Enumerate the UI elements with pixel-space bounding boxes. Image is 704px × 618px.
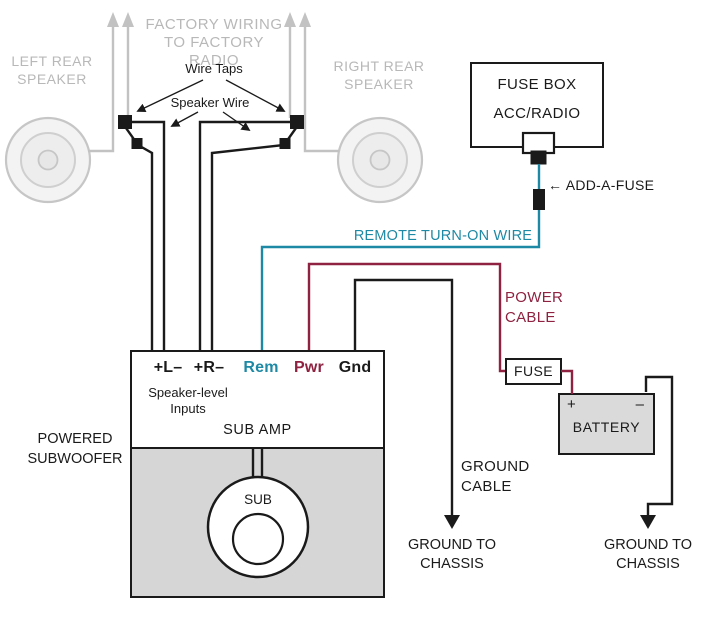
battery-label: BATTERY <box>572 419 641 435</box>
add-a-fuse-label: ← ADD-A-FUSE <box>548 177 655 193</box>
battery-negative-terminal: – <box>635 396 644 413</box>
fuse-box: FUSE BOX ACC/RADIO <box>470 62 604 148</box>
fuse-box-circuit: ACC/RADIO <box>493 105 581 122</box>
left-rear-speaker-label: LEFT REAR SPEAKER <box>11 53 93 87</box>
subwoofer-enclosure <box>132 447 383 596</box>
terminal-right-input: +R– <box>193 359 225 376</box>
factory-arrow-icon <box>107 12 119 27</box>
remote-turn-on-wire-label: REMOTE TURN-ON WIRE <box>353 228 533 244</box>
pointer-arrow-speaker-wire-left <box>170 111 199 127</box>
ground-to-chassis-right-label: GROUND TO CHASSIS <box>603 537 693 572</box>
fuse-box-title: FUSE BOX <box>497 76 577 93</box>
right-speaker-icon <box>336 116 424 204</box>
terminal-left-input: +L– <box>153 359 183 376</box>
right-rear-speaker-label: RIGHT REAR SPEAKER <box>333 58 425 92</box>
factory-arrow-icon <box>122 12 134 27</box>
ground-arrow-icon <box>640 515 656 529</box>
speaker-level-inputs-label: Speaker-level Inputs <box>148 385 228 416</box>
terminal-ground: Gnd <box>338 359 372 376</box>
wire-connector-left <box>131 138 143 149</box>
factory-arrow-icon <box>299 12 311 27</box>
ground-arrow-icon <box>444 515 460 529</box>
ground-cable-label: GROUND CABLE <box>461 458 530 495</box>
speaker-wire-right-a <box>198 120 291 350</box>
terminal-power: Pwr <box>294 359 324 376</box>
remote-turn-on-wire <box>260 164 541 350</box>
ground-to-chassis-left-label: GROUND TO CHASSIS <box>407 537 497 572</box>
speaker-wire-left-b <box>125 127 154 350</box>
speaker-wire-left-a <box>131 120 166 350</box>
sub-amp-label: SUB AMP <box>223 422 292 438</box>
inline-fuse: FUSE <box>505 358 562 385</box>
battery-positive-terminal: + <box>567 396 576 413</box>
terminal-remote: Rem <box>243 359 279 376</box>
powered-subwoofer-box: +L– +R– Rem Pwr Gnd Speaker-level Inputs… <box>130 350 385 598</box>
wire-tap-left <box>118 115 132 129</box>
battery: + – BATTERY <box>558 393 655 455</box>
power-cable-label: POWER CABLE <box>505 289 564 326</box>
wire-tap-right <box>290 115 304 129</box>
left-speaker-icon <box>4 116 92 204</box>
sub-label: SUB <box>244 492 272 507</box>
factory-wiring-label: FACTORY WIRING TO FACTORY RADIO <box>145 16 283 69</box>
power-cable-to-battery <box>561 369 574 394</box>
pointer-arrow-speaker-wire-right <box>222 111 251 132</box>
add-a-fuse-holder <box>533 189 545 210</box>
speaker-wire-label: Speaker Wire <box>170 95 250 110</box>
speaker-wire-right-b <box>210 127 297 350</box>
wire-taps-label: Wire Taps <box>185 61 243 76</box>
powered-subwoofer-label: POWERED SUBWOOFER <box>27 431 123 467</box>
fuse-box-connector-pin <box>530 150 547 165</box>
wire-connector-right <box>279 138 291 149</box>
